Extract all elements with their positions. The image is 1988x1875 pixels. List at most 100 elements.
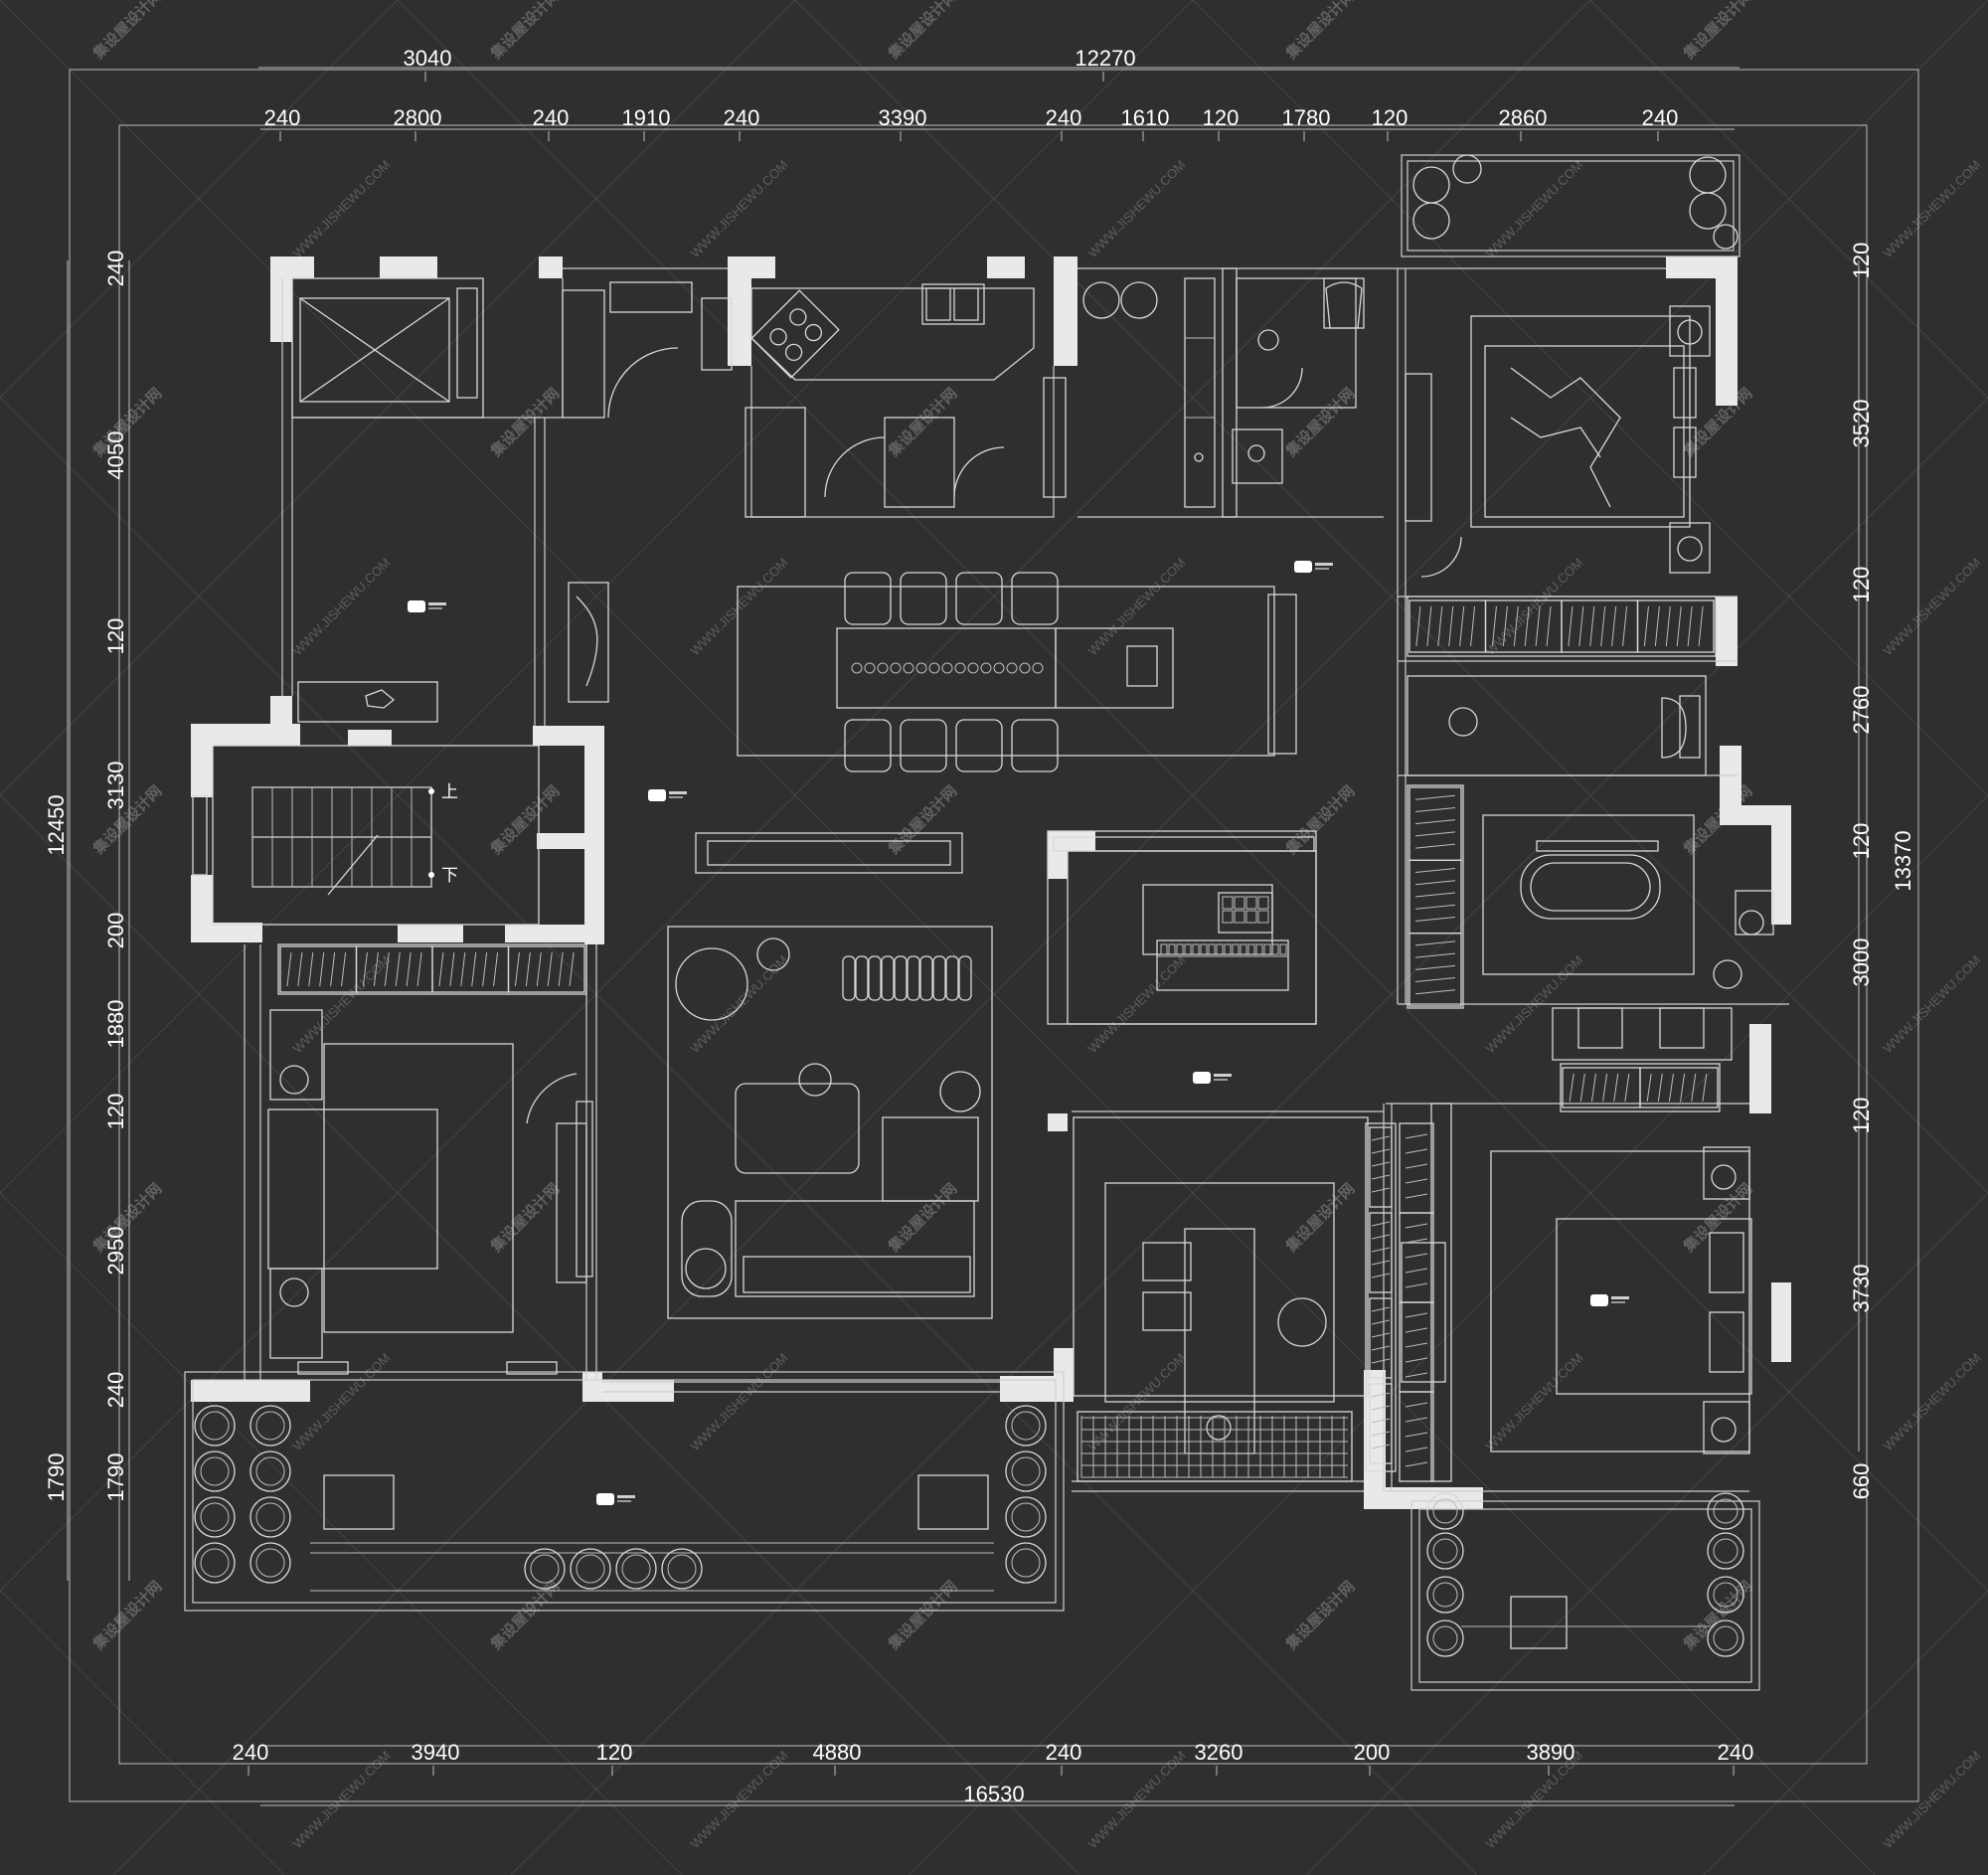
dimension-label: 2860 [1499, 105, 1548, 130]
dimension-label: 240 [1046, 105, 1082, 130]
dimension-label: 200 [103, 913, 128, 949]
piano-room [1047, 830, 1317, 1025]
watermark: 集设屋设计网 [1281, 384, 1358, 460]
watermark: 集设屋设计网 [486, 1179, 563, 1256]
master-bath [1407, 675, 1774, 1061]
entry-hall [297, 281, 733, 723]
dimension-label: 3520 [1849, 400, 1874, 448]
bedroom-top-right [1405, 305, 1717, 657]
watermark: 集设屋设计网 [1281, 1577, 1358, 1653]
living-room [667, 832, 993, 1319]
dining-area [737, 572, 1297, 772]
watermark: 集设屋设计网 [884, 384, 960, 460]
dimension-label: 3730 [1849, 1265, 1874, 1313]
watermark: WWW.JISHEWU.COM [1483, 555, 1586, 658]
dimension-label: 12270 [1075, 46, 1135, 71]
dimension-label: 1880 [103, 1000, 128, 1049]
watermark: 集设屋设计网 [1679, 0, 1755, 64]
dimension-label: 2950 [103, 1227, 128, 1276]
watermark: 集设屋设计网 [486, 384, 563, 460]
watermark: 集设屋设计网 [884, 1179, 960, 1256]
dimension-label: 3000 [1849, 938, 1874, 987]
bedroom-left [267, 943, 593, 1375]
dimension-label: 3260 [1195, 1740, 1243, 1765]
dimension-label: 12450 [44, 794, 69, 855]
watermark: WWW.JISHEWU.COM [1483, 1350, 1586, 1453]
watermark: WWW.JISHEWU.COM [688, 1350, 791, 1453]
watermark: WWW.JISHEWU.COM [1881, 952, 1984, 1056]
pantry [1082, 267, 1238, 518]
dimension-label: 1780 [1282, 105, 1331, 130]
dimension-label: 120 [1372, 105, 1408, 130]
watermark: WWW.JISHEWU.COM [1483, 157, 1586, 260]
dimension-label: 3040 [404, 46, 452, 71]
inner-frame [118, 124, 1868, 1765]
guest-bathroom [1232, 277, 1365, 484]
watermark: 集设屋设计网 [88, 0, 165, 64]
dimension-label: 120 [1849, 823, 1874, 860]
dimension-label: 3390 [879, 105, 927, 130]
dimension-label: 1610 [1121, 105, 1170, 130]
outline-walls [244, 267, 1789, 1492]
dimension-label: 240 [233, 1740, 269, 1765]
watermark: WWW.JISHEWU.COM [290, 157, 394, 260]
watermark: WWW.JISHEWU.COM [688, 157, 791, 260]
dimension-label: 200 [1354, 1740, 1391, 1765]
watermark: WWW.JISHEWU.COM [290, 555, 394, 658]
dimension-label: 240 [533, 105, 570, 130]
dimension-label: 240 [1718, 1740, 1754, 1765]
dimension-label: 2800 [394, 105, 442, 130]
walls [191, 256, 1791, 1509]
watermark: WWW.JISHEWU.COM [290, 952, 394, 1056]
watermark: WWW.JISHEWU.COM [1881, 1350, 1984, 1453]
watermark: WWW.JISHEWU.COM [1085, 952, 1189, 1056]
dimension-label: 3890 [1527, 1740, 1575, 1765]
dimension-label: 2760 [1849, 686, 1874, 735]
watermark: WWW.JISHEWU.COM [1881, 1748, 1984, 1851]
dimension-label: 240 [103, 251, 128, 287]
watermark: 集设屋设计网 [1679, 1577, 1755, 1653]
watermark: WWW.JISHEWU.COM [688, 952, 791, 1056]
watermark: 集设屋设计网 [88, 1577, 165, 1653]
watermark: 集设屋设计网 [1679, 1179, 1755, 1256]
dimension-labels: 3040 12270 240 2800 240 1910 240 3390 240 1610 120… [44, 46, 1915, 1806]
watermark: WWW.JISHEWU.COM [688, 555, 791, 658]
dimension-label: 4050 [103, 431, 128, 480]
stair-up-label: 上 [441, 782, 458, 802]
dimension-label: 1790 [44, 1453, 69, 1502]
watermark: 集设屋设计网 [1281, 0, 1358, 64]
dimension-label: 120 [1849, 567, 1874, 603]
dimension-label: 660 [1849, 1463, 1874, 1500]
dimension-label: 120 [1203, 105, 1240, 130]
watermark: WWW.JISHEWU.COM [1881, 555, 1984, 658]
watermark: 集设屋设计网 [884, 1577, 960, 1653]
dimension-label: 240 [1642, 105, 1679, 130]
watermark: 集设屋设计网 [486, 1577, 563, 1653]
watermark: WWW.JISHEWU.COM [290, 1350, 394, 1453]
dimension-label: 120 [1849, 243, 1874, 279]
outer-frame [69, 69, 1919, 1802]
dimension-label: 120 [103, 1094, 128, 1130]
dimension-label: 3940 [412, 1740, 460, 1765]
dimension-label-right-total: 13370 [1891, 830, 1915, 891]
watermark: 集设屋设计网 [1281, 1179, 1358, 1256]
dimension-label: 3130 [103, 762, 128, 810]
dimension-lines [67, 67, 1919, 1806]
dimension-label: 240 [724, 105, 760, 130]
watermark: 集设屋设计网 [884, 781, 960, 858]
dimension-label: 120 [596, 1740, 633, 1765]
balcony-bottom-left [184, 1371, 1065, 1612]
watermark: 集设屋设计网 [1281, 781, 1358, 858]
bedroom-lower-right [1399, 1063, 1752, 1482]
stair-down-label: 下 [441, 866, 458, 886]
study [1073, 1116, 1397, 1482]
watermark: WWW.JISHEWU.COM [1881, 157, 1984, 260]
kitchen [745, 283, 1067, 518]
dimension-label: 120 [1849, 1098, 1874, 1134]
balcony-top-right [1401, 154, 1740, 257]
dimension-label: 120 [103, 618, 128, 655]
dimension-label: 1910 [622, 105, 671, 130]
dimension-label-total: 16530 [963, 1782, 1024, 1806]
